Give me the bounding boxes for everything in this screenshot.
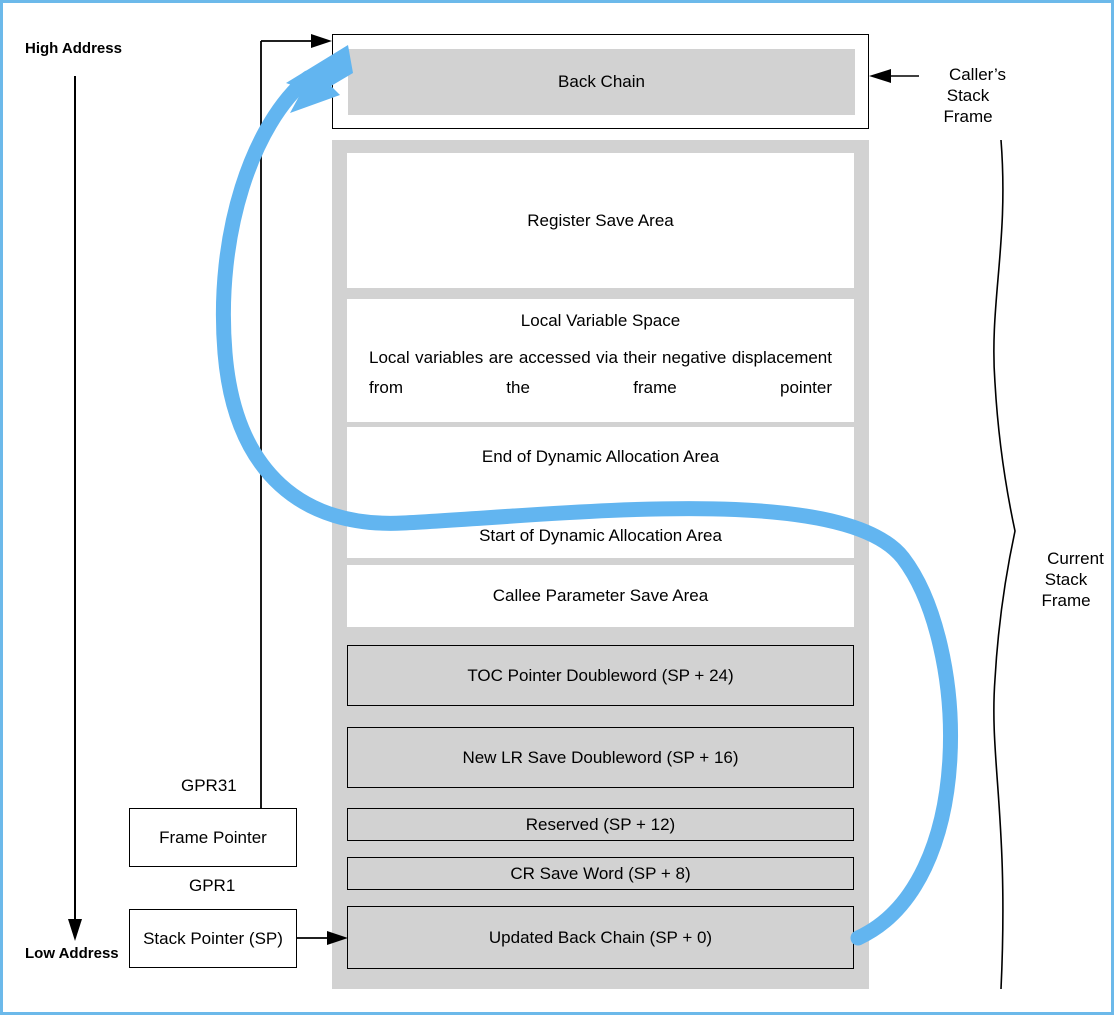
current-stack-frame-annotation-text: Current Stack Frame [1041,549,1104,610]
slot-updated-back-chain: Updated Back Chain (SP + 0) [347,906,854,969]
slot-updated-back-chain-label: Updated Back Chain (SP + 0) [488,927,713,947]
frame-pointer-label: Frame Pointer [159,827,267,847]
slot-toc-pointer-doubleword-label: TOC Pointer Doubleword (SP + 24) [467,665,734,685]
slot-local-variable-space-title: Local Variable Space [520,311,681,330]
slot-callee-parameter-save-area-label: Callee Parameter Save Area [492,586,709,605]
slot-local-variable-space-body: Local variables are accessed via their n… [369,348,832,397]
slot-register-save-area-label: Register Save Area [527,210,674,230]
slot-cr-save-word: CR Save Word (SP + 8) [347,857,854,890]
slot-cr-save-word-label: CR Save Word (SP + 8) [510,863,691,883]
callers-stack-frame-annotation: Caller’s Stack Frame [923,43,1013,148]
slot-dynamic-allocation-area: End of Dynamic Allocation Area Start of … [347,427,854,558]
address-direction-arrow [68,76,82,941]
callers-stack-frame-annotation-text: Caller’s Stack Frame [943,65,1006,126]
callers-frame-arrow [869,69,919,83]
current-frame-brace [993,139,1016,990]
low-address-label: Low Address [25,945,119,962]
slot-dynamic-allocation-end-label: End of Dynamic Allocation Area [481,447,720,466]
slot-reserved: Reserved (SP + 12) [347,808,854,841]
slot-back-chain-label: Back Chain [558,72,645,91]
callers-stack-frame-box: Back Chain [332,34,869,129]
current-stack-frame-annotation: Current Stack Frame [1021,527,1111,632]
frame-pointer-box: Frame Pointer [129,808,297,867]
slot-reserved-label: Reserved (SP + 12) [525,814,676,834]
gpr31-label: GPR31 [181,776,237,795]
slot-register-save-area: Register Save Area [347,153,854,288]
slot-toc-pointer-doubleword: TOC Pointer Doubleword (SP + 24) [347,645,854,706]
current-stack-frame-box: Register Save Area Local Variable Space … [332,140,869,989]
gpr1-label: GPR1 [189,876,236,895]
slot-new-lr-save-doubleword-label: New LR Save Doubleword (SP + 16) [462,747,739,767]
slot-dynamic-allocation-start-label: Start of Dynamic Allocation Area [479,526,722,545]
stack-pointer-box: Stack Pointer (SP) [129,909,297,968]
slot-new-lr-save-doubleword: New LR Save Doubleword (SP + 16) [347,727,854,788]
frame-pointer-connector [260,34,332,808]
high-address-label: High Address [25,40,122,57]
slot-back-chain: Back Chain [348,49,855,115]
slot-callee-parameter-save-area: Callee Parameter Save Area [347,565,854,627]
slot-local-variable-space: Local Variable Space Local variables are… [347,299,854,422]
stack-pointer-label: Stack Pointer (SP) [143,928,283,948]
